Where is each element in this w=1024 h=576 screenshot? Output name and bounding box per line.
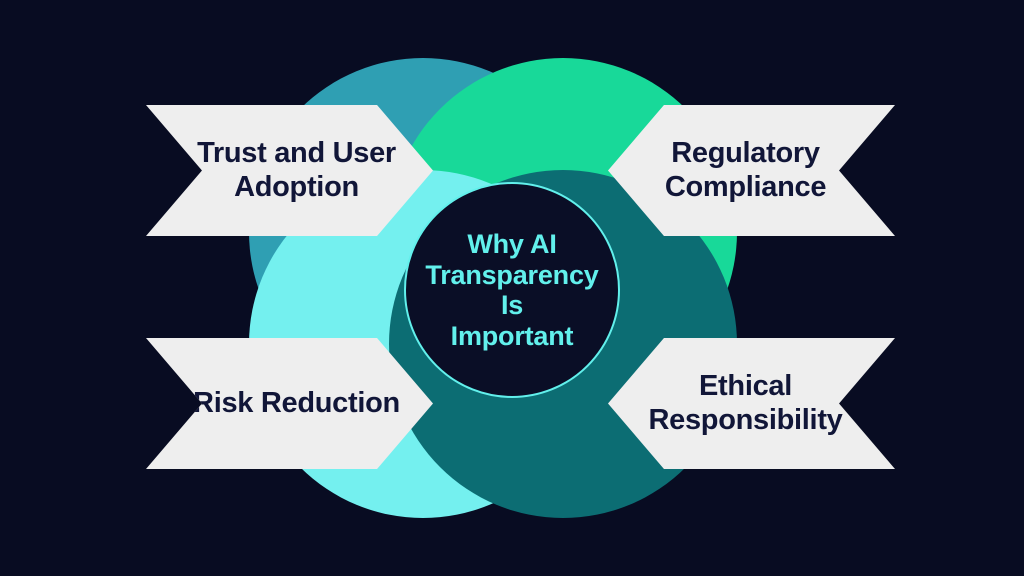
- banner-label-bottom-right: Ethical Responsibility: [648, 369, 843, 436]
- banner-label-bottom-left: Risk Reduction: [193, 386, 400, 419]
- center-hub-circle: Why AI Transparency Is Important: [404, 182, 620, 398]
- center-hub-title: Why AI Transparency Is Important: [425, 229, 599, 351]
- banner-label-top-left: Trust and User Adoption: [197, 136, 396, 203]
- banner-label-top-right: Regulatory Compliance: [664, 136, 827, 203]
